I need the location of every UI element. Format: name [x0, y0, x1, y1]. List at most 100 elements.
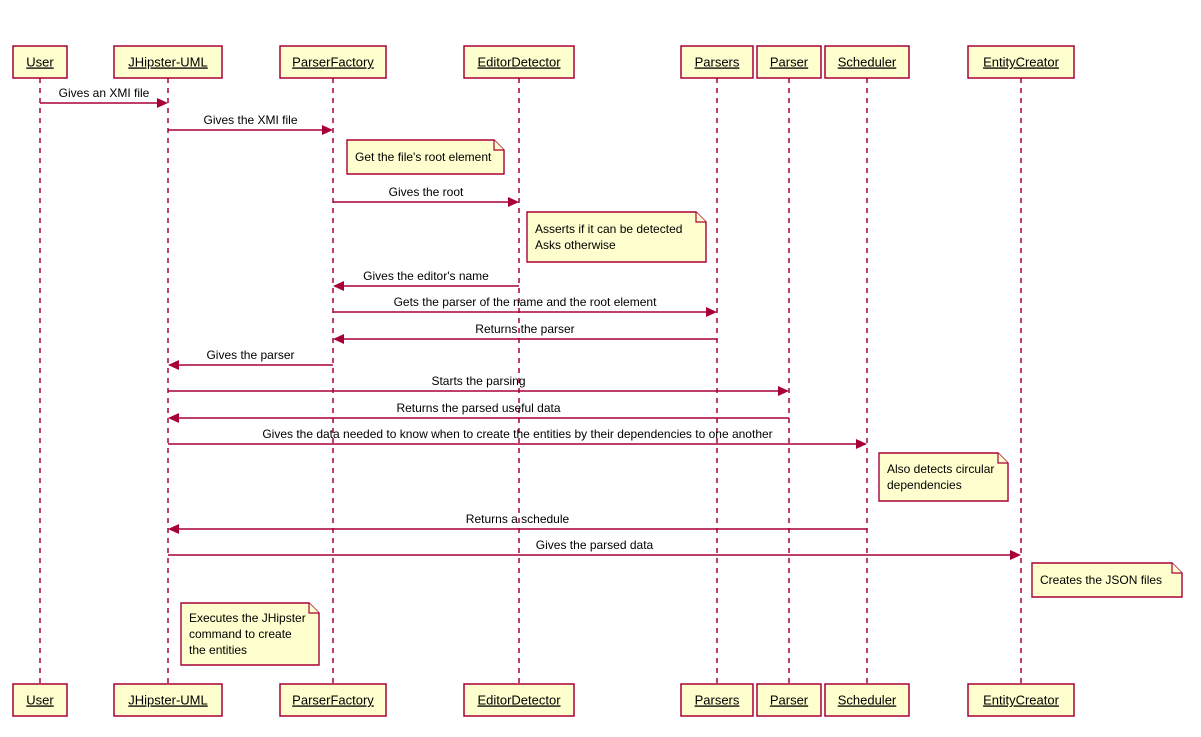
message-label: Gives the parser — [206, 348, 294, 362]
participant-label: Parsers — [695, 54, 740, 69]
participant-box-rect[interactable] — [756, 683, 822, 717]
participant-parsers-top[interactable]: Parsers — [680, 45, 754, 79]
note-line: Executes the JHipster — [189, 611, 306, 625]
message-m5: Gets the parser of the name and the root… — [333, 295, 717, 317]
message-label: Returns the parsed useful data — [396, 401, 560, 415]
message-arrowhead — [168, 413, 179, 423]
participant-box-rect[interactable] — [756, 45, 822, 79]
participant-label: ParserFactory — [292, 692, 374, 707]
participant-label: Scheduler — [838, 54, 897, 69]
message-arrowhead — [1010, 550, 1021, 560]
participant-box-rect[interactable] — [967, 683, 1075, 717]
participant-box-rect[interactable] — [463, 683, 575, 717]
message-arrowhead — [856, 439, 867, 449]
message-arrowhead — [778, 386, 789, 396]
message-arrowhead — [333, 281, 344, 291]
participant-editor-detector-bottom[interactable]: EditorDetector — [463, 683, 575, 717]
message-arrowhead — [168, 524, 179, 534]
message-m11: Returns a schedule — [168, 512, 867, 534]
message-label: Gives the XMI file — [203, 113, 297, 127]
participant-editor-detector-top[interactable]: EditorDetector — [463, 45, 575, 79]
participant-box-rect[interactable] — [113, 45, 223, 79]
note-fold-corner — [695, 212, 706, 223]
participant-label: Scheduler — [838, 692, 897, 707]
participant-label: JHipster-UML — [128, 54, 207, 69]
note-background — [346, 139, 505, 175]
message-label: Gives the data needed to know when to cr… — [262, 427, 772, 441]
message-label: Gives an XMI file — [59, 86, 150, 100]
message-m10: Gives the data needed to know when to cr… — [168, 427, 867, 449]
note-line: the entities — [189, 643, 247, 657]
participant-parsers-bottom[interactable]: Parsers — [680, 683, 754, 717]
note-n1: Get the file's root element — [346, 139, 505, 175]
participant-box-rect[interactable] — [279, 683, 387, 717]
participant-label: ParserFactory — [292, 54, 374, 69]
note-line: Get the file's root element — [355, 150, 492, 164]
participant-box-rect[interactable] — [279, 45, 387, 79]
lifelines-group — [39, 78, 1022, 684]
participant-label: EditorDetector — [477, 692, 561, 707]
message-m12: Gives the parsed data — [168, 538, 1021, 560]
participant-label: EditorDetector — [477, 54, 561, 69]
message-m7: Gives the parser — [168, 348, 333, 370]
message-label: Gives the parsed data — [536, 538, 654, 552]
message-m3: Gives the root — [333, 185, 519, 207]
participant-parser-factory-top[interactable]: ParserFactory — [279, 45, 387, 79]
participant-label: Parser — [770, 692, 809, 707]
participant-scheduler-top[interactable]: Scheduler — [824, 45, 910, 79]
participant-entity-creator-bottom[interactable]: EntityCreator — [967, 683, 1075, 717]
participant-box-rect[interactable] — [113, 683, 223, 717]
message-label: Starts the parsing — [431, 374, 525, 388]
participant-parser-factory-bottom[interactable]: ParserFactory — [279, 683, 387, 717]
note-background — [526, 211, 707, 263]
participant-box-rect[interactable] — [12, 45, 68, 79]
message-arrowhead — [333, 334, 344, 344]
note-background — [1031, 562, 1183, 598]
participant-box-rect[interactable] — [967, 45, 1075, 79]
message-label: Returns the parser — [475, 322, 574, 336]
participant-jhipster-uml-bottom[interactable]: JHipster-UML — [113, 683, 223, 717]
participant-user-top[interactable]: User — [12, 45, 68, 79]
participant-box-rect[interactable] — [680, 683, 754, 717]
participant-entity-creator-top[interactable]: EntityCreator — [967, 45, 1075, 79]
note-background — [180, 602, 320, 666]
note-line: Asks otherwise — [535, 238, 616, 252]
note-line: Also detects circular — [887, 462, 994, 476]
message-m8: Starts the parsing — [168, 374, 789, 396]
participant-box-rect[interactable] — [463, 45, 575, 79]
message-m6: Returns the parser — [333, 322, 717, 344]
message-m9: Returns the parsed useful data — [168, 401, 789, 423]
message-label: Gives the root — [389, 185, 464, 199]
participant-box-rect[interactable] — [824, 45, 910, 79]
participant-user-bottom[interactable]: User — [12, 683, 68, 717]
participant-parser-top[interactable]: Parser — [756, 45, 822, 79]
participant-scheduler-bottom[interactable]: Scheduler — [824, 683, 910, 717]
participant-box-rect[interactable] — [824, 683, 910, 717]
participant-label: EntityCreator — [983, 54, 1060, 69]
message-arrowhead — [322, 125, 333, 135]
message-arrowhead — [157, 98, 168, 108]
participant-box-rect[interactable] — [680, 45, 754, 79]
note-n3: Also detects circular dependencies — [878, 452, 1009, 502]
message-arrowhead — [706, 307, 717, 317]
participant-label: EntityCreator — [983, 692, 1060, 707]
participant-label: User — [26, 692, 54, 707]
note-line: Asserts if it can be detected — [535, 222, 682, 236]
participant-jhipster-uml-top[interactable]: JHipster-UML — [113, 45, 223, 79]
participants-group: UserUserJHipster-UMLJHipster-UMLParserFa… — [12, 45, 1075, 717]
note-fold-corner — [493, 140, 504, 151]
note-fold-corner — [997, 453, 1008, 464]
participant-box-rect[interactable] — [12, 683, 68, 717]
note-fold-corner — [1171, 563, 1182, 574]
participant-parser-bottom[interactable]: Parser — [756, 683, 822, 717]
message-label: Gets the parser of the name and the root… — [394, 295, 657, 309]
message-arrowhead — [168, 360, 179, 370]
participant-label: Parsers — [695, 692, 740, 707]
note-line: dependencies — [887, 478, 962, 492]
message-m4: Gives the editor's name — [333, 269, 519, 291]
